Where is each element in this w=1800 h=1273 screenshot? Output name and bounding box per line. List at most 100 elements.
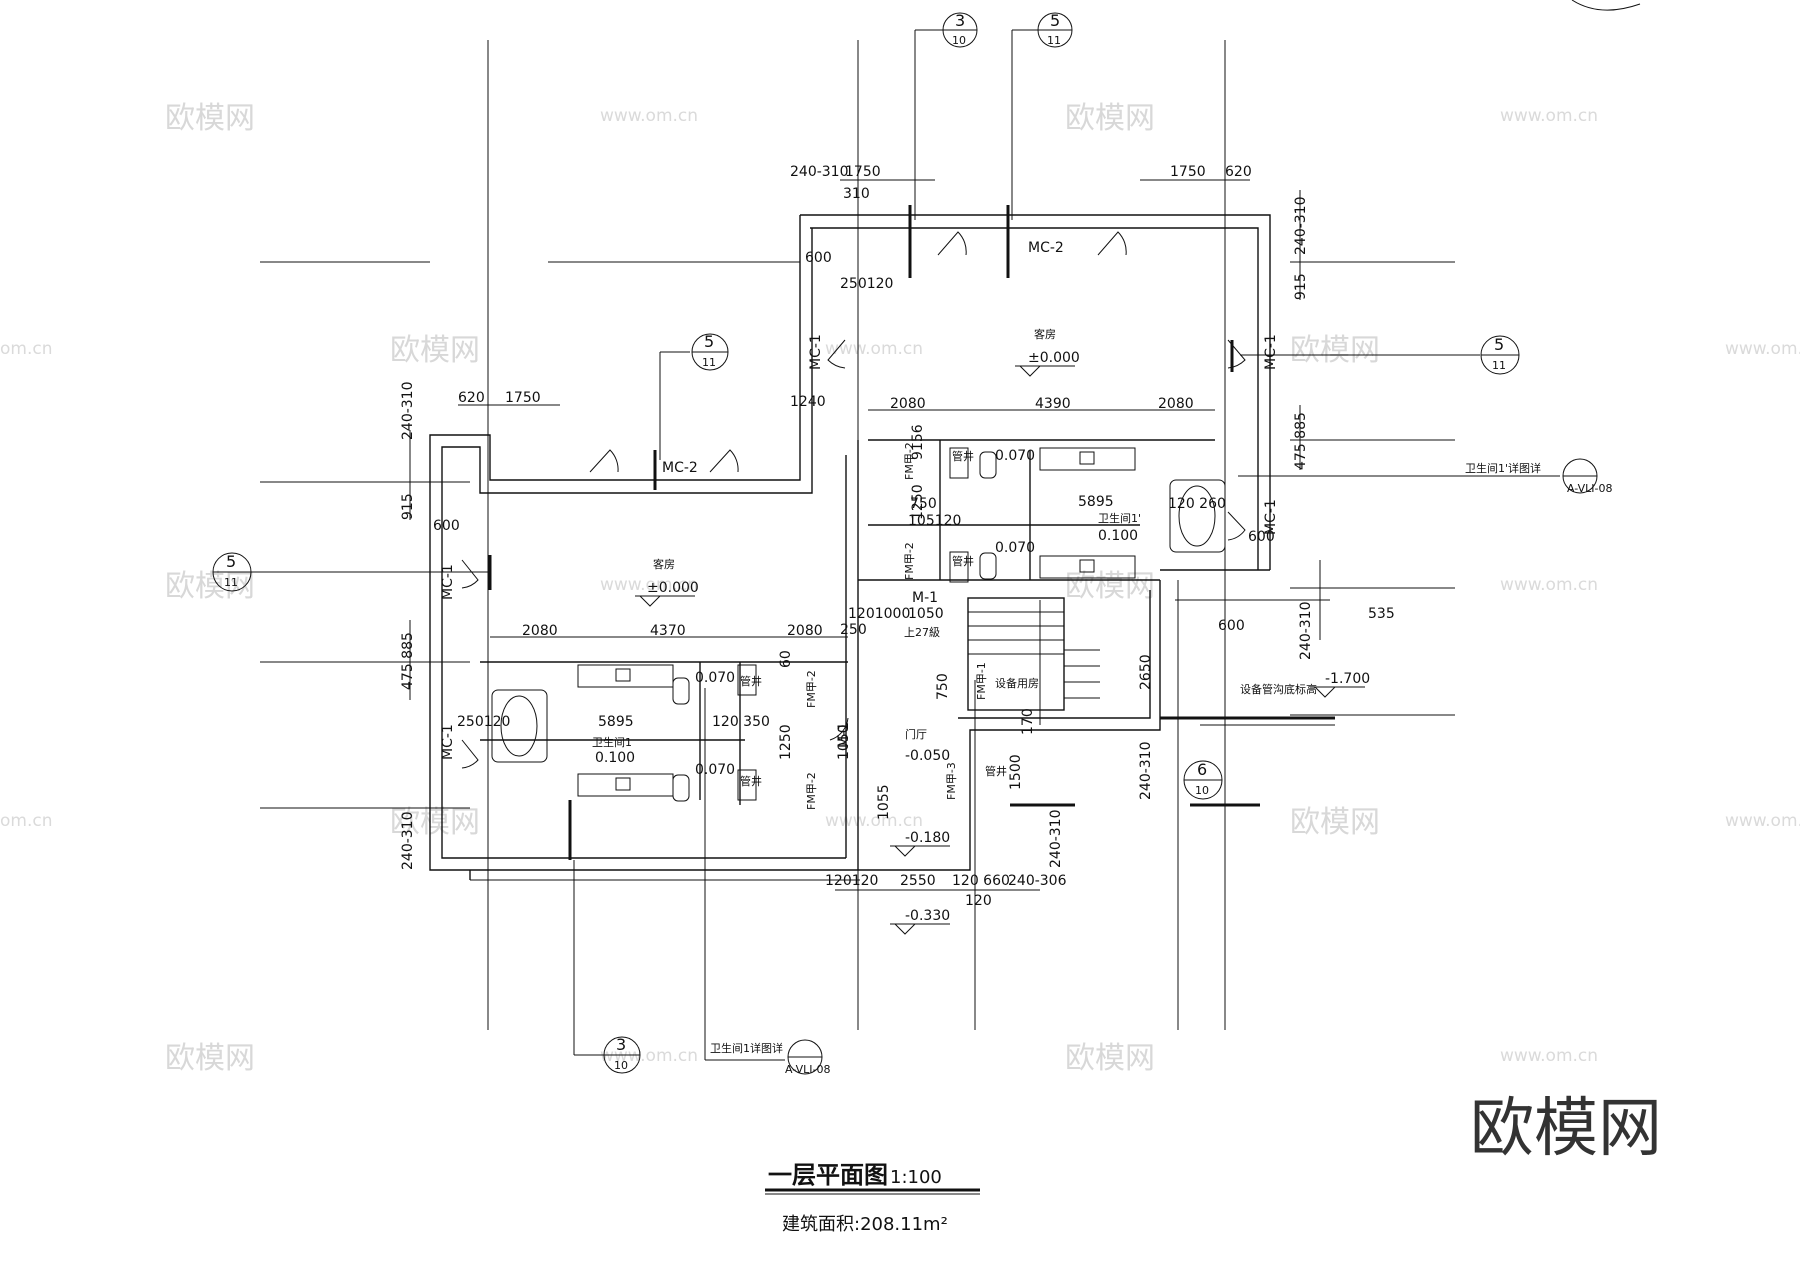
marker-number: 5: [226, 552, 236, 571]
dim-text: 240-310: [1293, 197, 1309, 256]
door-tag: FM甲-2: [903, 542, 916, 580]
dim-text: 1750: [845, 164, 881, 180]
room-level: 0.100: [1098, 528, 1138, 544]
closet-level: 0.070: [695, 762, 735, 778]
room-name: 卫生间1: [592, 735, 632, 749]
marker-sheet: 11: [1492, 359, 1506, 372]
watermark-text: 欧模网: [1065, 101, 1155, 136]
door-tag: FM甲-1: [975, 662, 988, 700]
dim-text: 1250: [778, 724, 794, 760]
marker-number: 3: [616, 1035, 626, 1054]
door-tag: FM甲-2: [805, 670, 818, 708]
watermark-url: www.om.cn: [1725, 811, 1800, 831]
dim-text: 915: [400, 493, 416, 520]
dim-text: 60: [778, 650, 794, 668]
watermark-text: 欧模网: [165, 101, 255, 136]
room-name: 设备用房: [995, 676, 1039, 690]
section-markers: 3 10 5 11 5 11 5 11: [212, 11, 1520, 1074]
dim-text: 1050: [908, 606, 944, 622]
dim-text: 1750: [505, 390, 541, 406]
dim-text: 9156: [910, 424, 926, 460]
dim-text: 600: [805, 250, 832, 266]
dim-text: 1201000: [848, 606, 910, 622]
level-mark: -0.330: [905, 908, 950, 924]
dim-text: 170: [1020, 708, 1036, 735]
trench-level: -1.700: [1325, 671, 1370, 687]
dim-text: 1250: [910, 484, 926, 520]
watermark-url: www.om.cn: [600, 1046, 698, 1066]
dim-text: 240-310: [790, 164, 849, 180]
marker-sheet: 10: [614, 1059, 628, 1072]
vanity-icon: [577, 664, 674, 688]
dim-text: 475 885: [400, 632, 416, 690]
dim-text: 620: [1225, 164, 1252, 180]
dim-text: 4370: [650, 623, 686, 639]
dim-text: 240-310: [1298, 602, 1314, 661]
watermark-url: www.om.cn: [1500, 575, 1598, 595]
dimension-lines: [409, 179, 1321, 891]
dim-text: 2550: [900, 873, 936, 889]
dim-text: 535: [1368, 606, 1395, 622]
dim-text: 915: [1293, 273, 1309, 300]
dim-text: 240-306: [1008, 873, 1067, 889]
dim-text: 310: [843, 186, 870, 202]
dim-text: 5895: [1078, 494, 1114, 510]
closet-level: 0.070: [995, 540, 1035, 556]
toilet-icon: [672, 677, 690, 705]
bathtub-icon: [491, 689, 548, 763]
watermark-text: 欧模网: [1290, 805, 1380, 840]
room-name: 管井: [740, 674, 762, 688]
door-swings: [461, 231, 1246, 769]
dim-text: 2080: [1158, 396, 1194, 412]
door-tag: MC-1: [1263, 499, 1279, 535]
bathtub-basin-icon: [1178, 485, 1216, 547]
door-tag: MC-2: [1028, 240, 1064, 256]
dim-text: 120 260: [1168, 496, 1226, 512]
sink-icon: [1079, 559, 1095, 573]
marker-number: 5: [1494, 335, 1504, 354]
closet-level: 0.070: [995, 448, 1035, 464]
marker-sheet: 11: [1047, 34, 1061, 47]
sink-icon: [615, 777, 631, 791]
detail-ref-sheet: A-VLI-08: [785, 1063, 830, 1076]
dim-text: 2080: [890, 396, 926, 412]
watermark-url: www.om.cn: [825, 811, 923, 831]
marker-number: 3: [955, 11, 965, 30]
dim-text: 5895: [598, 714, 634, 730]
door-tag: MC-1: [440, 564, 456, 600]
watermark-url: www.om.cn: [600, 575, 698, 595]
drawing-title: 一层平面图: [768, 1161, 888, 1189]
door-tag: MC-2: [662, 460, 698, 476]
room-name: 管井: [952, 554, 974, 568]
section-marker-right-5-11: 5 11: [1240, 335, 1520, 375]
room-name: 管井: [985, 764, 1007, 778]
door-tag: MC-1: [808, 334, 824, 370]
dim-text: 1750: [1170, 164, 1206, 180]
dim-text: 250120: [840, 276, 893, 292]
dim-text: 240-310: [1138, 742, 1154, 801]
sink-icon: [615, 668, 631, 682]
dim-text: 1500: [1008, 754, 1024, 790]
drawing-scale: 1:100: [890, 1167, 942, 1188]
section-marker-mid-5-11: 5 11: [659, 332, 729, 460]
section-marker-left-5-11: 5 11: [212, 552, 490, 592]
detail-ref-text: 卫生间1详图详: [710, 1041, 783, 1055]
dim-text: 240-310: [1048, 810, 1064, 869]
dim-text: 4390: [1035, 396, 1071, 412]
stair-note: 上27級: [904, 626, 940, 639]
door-labels: MC-2 MC-2 MC-1 MC-1 MC-1 MC-1 MC-1 M-1 M…: [440, 240, 1279, 810]
building-area: 建筑面积:208.11m²: [782, 1214, 948, 1235]
room-level: ±0.000: [647, 580, 699, 596]
dim-text: 105120: [908, 513, 961, 529]
section-marker-right-6-10: 6 10: [1183, 760, 1223, 800]
section-marker-bottom-3-10: 3 10: [573, 860, 641, 1074]
room-name: 门厅: [905, 727, 927, 741]
dim-text: 2080: [522, 623, 558, 639]
watermark-text: 欧模网: [390, 805, 480, 840]
bathtub-icon: [1169, 479, 1226, 553]
watermark-url: www.om.cn: [600, 106, 698, 126]
dim-text: 2650: [1138, 654, 1154, 690]
bathtub-basin-icon: [500, 695, 538, 757]
dim-text: 120 350: [712, 714, 770, 730]
level-mark: -0.180: [905, 830, 950, 846]
